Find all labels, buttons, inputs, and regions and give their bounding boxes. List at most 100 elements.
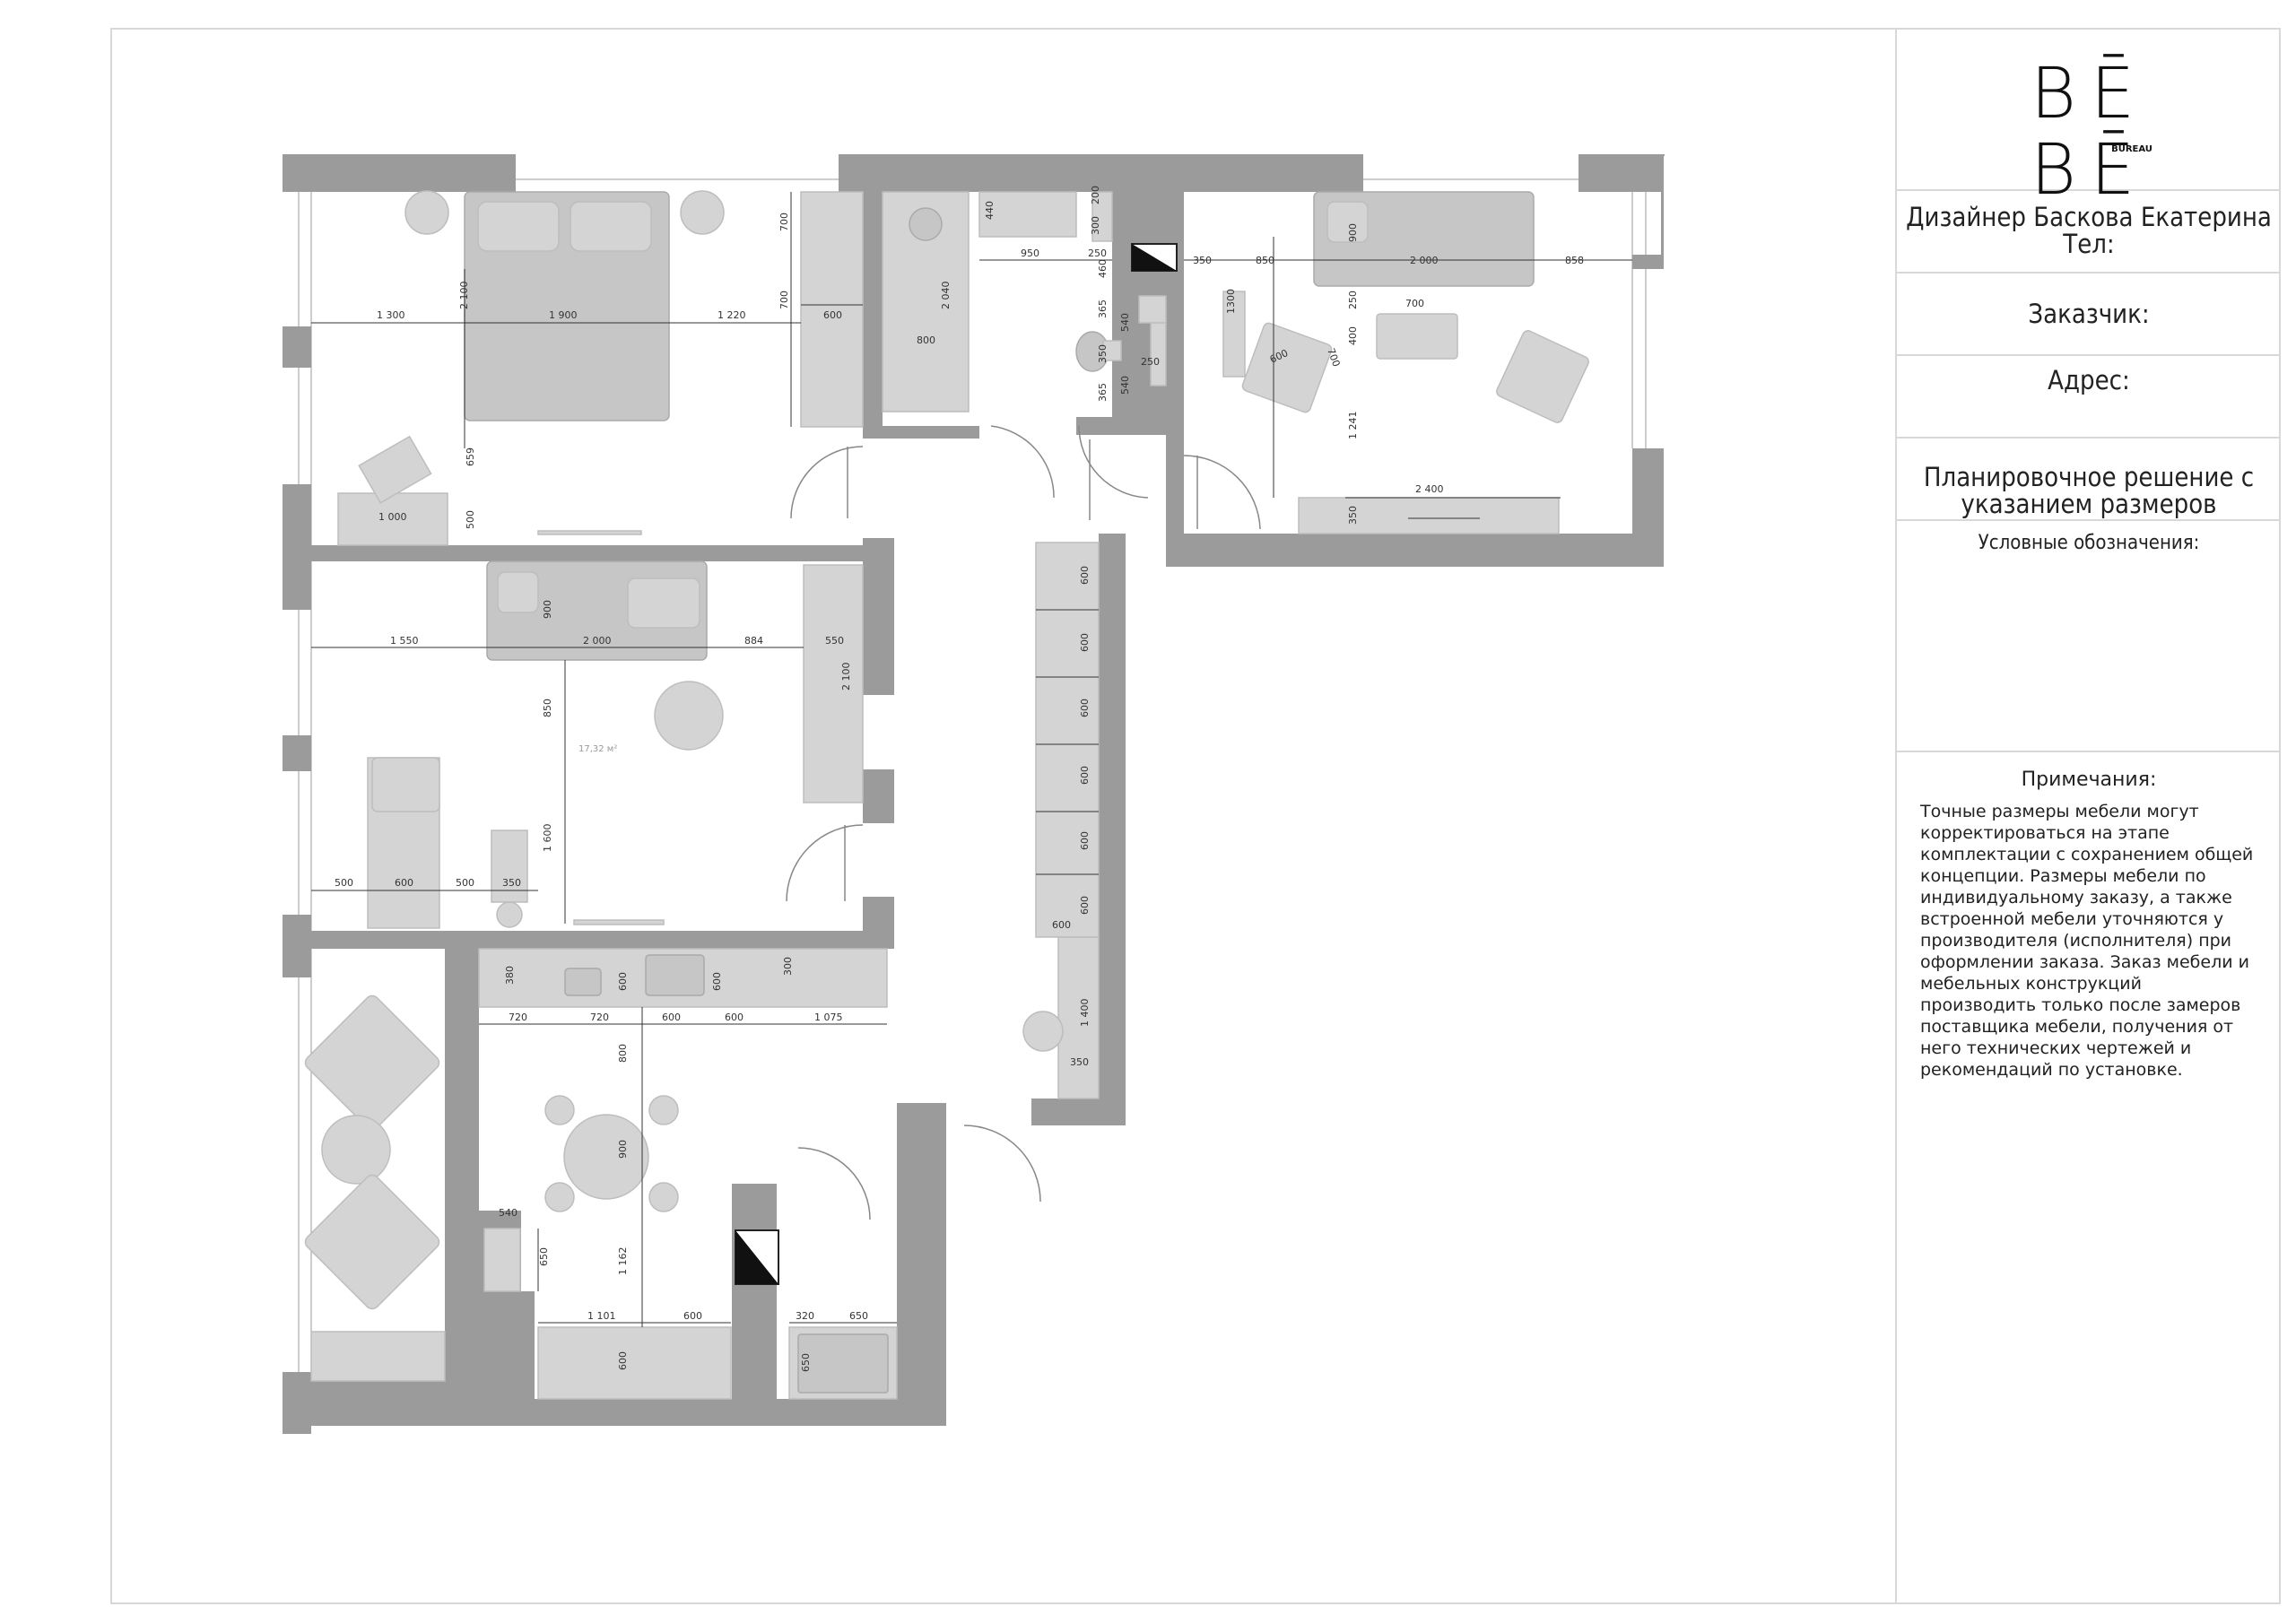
dim: 350 <box>1347 506 1359 525</box>
phone-label: Тел: <box>2063 229 2115 259</box>
dim: 800 <box>617 1044 629 1063</box>
sheet-title-2: указанием размеров <box>1961 489 2217 519</box>
dim: 858 <box>1565 255 1584 266</box>
bathroom <box>882 191 1178 413</box>
dimension-labels: 1 300 1 900 1 220 2 100 700 700 600 800 … <box>335 186 1584 1372</box>
dim: 350 <box>1070 1056 1089 1068</box>
dim: 600 <box>617 1351 629 1370</box>
dim: 600 <box>725 1012 744 1023</box>
dim: 365 <box>1097 300 1109 318</box>
dim: 650 <box>538 1247 550 1266</box>
dim: 550 <box>825 635 844 647</box>
dim: 600 <box>662 1012 681 1023</box>
dim: 600 <box>395 877 413 889</box>
dim: 600 <box>617 972 629 991</box>
logo-cell: BĒ BĒ BUREAU <box>1897 28 2281 207</box>
dim: 800 <box>917 334 935 346</box>
dim: 540 <box>1119 376 1131 395</box>
dim: 460 <box>1097 259 1109 278</box>
logo-line-2: BĒ <box>2031 130 2149 207</box>
notes-label: Примечания: <box>2021 769 2157 791</box>
dim: 2 100 <box>840 663 852 691</box>
dim: 500 <box>465 510 476 529</box>
balcony <box>304 994 446 1382</box>
dim: 2 100 <box>458 282 470 310</box>
client-cell: Заказчик: <box>1897 274 2281 356</box>
dim: 1 075 <box>814 1012 843 1023</box>
dim: 900 <box>1347 223 1359 242</box>
logo-sub: BUREAU <box>2111 144 2152 154</box>
dim: 400 <box>1347 326 1359 345</box>
dim: 850 <box>542 699 553 717</box>
notes-text: Точные размеры мебели могут корректирова… <box>1920 802 2254 1080</box>
dim: 500 <box>456 877 474 889</box>
dim: 500 <box>335 877 353 889</box>
dim: 600 <box>683 1310 702 1322</box>
dim: 720 <box>590 1012 609 1023</box>
dim: 884 <box>744 635 763 647</box>
dim: 600 <box>1079 699 1091 717</box>
dim: 950 <box>1021 248 1039 259</box>
dim: 1 300 <box>377 309 405 321</box>
dim: 600 <box>1079 766 1091 785</box>
area-label: 17,32 м² <box>578 744 617 754</box>
title-block: BĒ BĒ BUREAU Дизайнер Баскова Екатерина … <box>1895 28 2281 1604</box>
dim: 350 <box>502 877 521 889</box>
legend-cell: Условные обозначения: <box>1897 521 2281 752</box>
dim: 200 <box>1090 186 1101 204</box>
designer-name: Дизайнер Баскова Екатерина <box>1906 202 2272 232</box>
client-label: Заказчик: <box>2028 299 2150 329</box>
dim: 540 <box>1119 313 1131 332</box>
address-cell: Адрес: <box>1897 356 2281 439</box>
dim: 720 <box>509 1012 527 1023</box>
dim: 1 600 <box>542 824 553 853</box>
dim: 1 550 <box>390 635 419 647</box>
dim: 700 <box>1405 298 1424 309</box>
dim: 900 <box>542 600 553 619</box>
dim: 700 <box>778 213 790 231</box>
bebe-bureau-logo: BĒ BĒ BUREAU <box>2031 54 2152 207</box>
dim: 2 000 <box>583 635 612 647</box>
dim: 2 040 <box>940 282 952 310</box>
dim: 1 101 <box>587 1310 616 1322</box>
address-label: Адрес: <box>2048 365 2130 395</box>
dim: 1 400 <box>1079 999 1091 1028</box>
dim: 440 <box>984 201 996 220</box>
dim: 650 <box>800 1353 812 1372</box>
dim: 350 <box>1193 255 1212 266</box>
legend-label: Условные обозначения: <box>1978 532 2200 554</box>
floor-plan: 1 300 1 900 1 220 2 100 700 700 600 800 … <box>283 154 1665 1434</box>
dim: 250 <box>1088 248 1107 259</box>
bedroom <box>337 190 864 546</box>
dim: 300 <box>782 957 794 976</box>
dim: 250 <box>1141 356 1160 368</box>
window-frames <box>298 178 1647 1426</box>
dim: 850 <box>1256 255 1274 266</box>
dim: 1300 <box>1225 289 1237 314</box>
dim: 1 220 <box>718 309 746 321</box>
kitchen <box>478 948 898 1400</box>
dim: 350 <box>1097 344 1109 363</box>
corridor-wardrobe <box>1022 542 1100 1099</box>
dim: 1 162 <box>617 1247 629 1276</box>
dim: 700 <box>778 291 790 309</box>
dim: 700 <box>1325 347 1342 369</box>
dim: 320 <box>796 1310 814 1322</box>
dim: 900 <box>617 1140 629 1159</box>
dim: 300 <box>1090 216 1101 235</box>
dim: 600 <box>1079 566 1091 585</box>
windows <box>283 154 1664 1372</box>
dim: 600 <box>1079 633 1091 652</box>
designer-cell: Дизайнер Баскова Екатерина Тел: <box>1897 191 2281 274</box>
dim: 365 <box>1097 383 1109 402</box>
dim: 1 000 <box>378 511 407 523</box>
living-room-2 <box>1222 191 1589 534</box>
dim: 600 <box>1079 831 1091 850</box>
doors <box>786 425 1261 1220</box>
dim: 1 900 <box>549 309 578 321</box>
notes-cell: Примечания: <box>1897 752 2281 791</box>
dim: 600 <box>711 972 723 991</box>
dim: 659 <box>465 447 476 466</box>
dim: 2 000 <box>1410 255 1439 266</box>
dim: 600 <box>823 309 842 321</box>
